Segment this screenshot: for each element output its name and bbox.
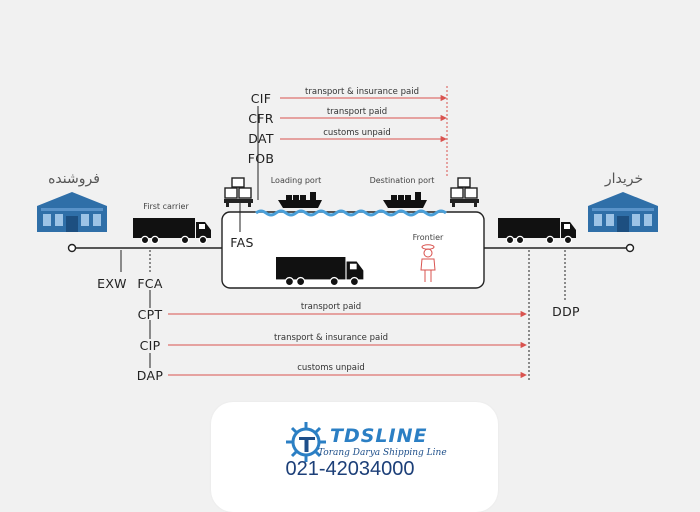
container-stack-icon	[449, 177, 480, 208]
seller-label: فروشنده	[48, 171, 100, 187]
first-carrier-label: First carrier	[143, 202, 189, 211]
buyer-node	[625, 243, 635, 253]
term-ddp: DDP	[552, 304, 580, 319]
incoterms-diagram: فروشنده خریدار First carrier Loading por…	[37, 86, 658, 512]
truck-icon	[132, 217, 212, 245]
logo-name: TDSLINE	[330, 425, 428, 447]
arrow-dap-label: customs unpaid	[297, 363, 365, 373]
term-fas: FAS	[230, 235, 253, 250]
seller-node	[67, 243, 77, 253]
arrow-cfr-label: transport paid	[327, 107, 387, 117]
term-cip: CIP	[140, 338, 161, 353]
container-stack-icon	[223, 177, 254, 208]
arrow-cif-label: transport & insurance paid	[305, 87, 419, 97]
arrow-cpt-label: transport paid	[301, 302, 361, 312]
term-cif: CIF	[251, 91, 272, 106]
term-fob: FOB	[248, 151, 275, 166]
ship-icon	[278, 192, 322, 208]
ship-icon	[383, 192, 427, 208]
tds-emblem-icon	[286, 422, 326, 462]
arrow-cip-label: transport & insurance paid	[274, 333, 388, 343]
logo-tagline: Torang Darya Shipping Line	[318, 448, 447, 458]
warehouse-icon	[588, 192, 658, 232]
truck-icon	[497, 217, 577, 245]
incoterms-diagram-svg: فروشنده خریدار First carrier Loading por…	[37, 86, 658, 383]
term-exw: EXW	[97, 276, 127, 291]
water-line	[255, 209, 447, 217]
term-cpt: CPT	[138, 307, 163, 322]
arrow-dat-label: customs unpaid	[323, 128, 391, 138]
frontier-label: Frontier	[413, 233, 444, 242]
phone-number: 021-42034000	[285, 458, 415, 480]
term-fca: FCA	[137, 276, 163, 291]
term-cfr: CFR	[248, 111, 274, 126]
term-dat: DAT	[248, 131, 274, 146]
term-dap: DAP	[137, 368, 164, 383]
loading-port-label: Loading port	[271, 176, 322, 185]
buyer-label: خریدار	[604, 171, 643, 187]
destination-port-label: Destination port	[370, 176, 435, 185]
warehouse-icon	[37, 192, 107, 232]
logo-card	[211, 402, 498, 512]
customs-officer-icon	[420, 244, 436, 282]
